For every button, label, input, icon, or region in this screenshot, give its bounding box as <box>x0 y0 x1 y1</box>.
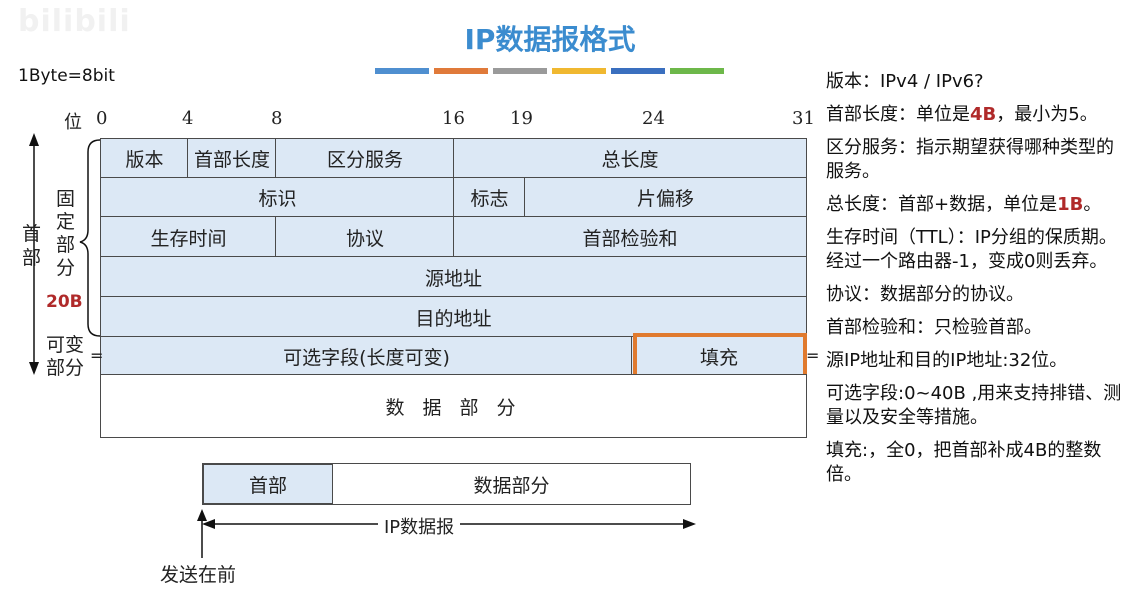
field-options-text: 可选字段(长度可变) <box>283 346 450 369</box>
field-options: 可选字段(长度可变) <box>100 336 633 376</box>
note-addresses: 源IP地址和目的IP地址:32位。 <box>826 349 1131 373</box>
datagram-data-text: 数据部分 <box>473 474 550 497</box>
datagram-arrow-right <box>683 519 696 529</box>
bit-tick-31: 31 <box>792 108 815 129</box>
notes-panel: 版本：IPv4 / IPv6? 首部长度：单位是4B，最小为5。 区分服务：指示… <box>826 70 1131 496</box>
title-bar-4 <box>552 68 606 74</box>
note-addresses-text: 源IP地址和目的IP地址:32位。 <box>826 350 1068 371</box>
field-ttl-text: 生存时间 <box>150 227 227 250</box>
note-ttl: 生存时间（TTL）：IP分组的保质期。经过一个路由器-1，变成0则丢弃。 <box>826 226 1131 274</box>
bit-tick-4: 4 <box>182 108 194 129</box>
fixed-part-brace <box>79 139 101 337</box>
field-protocol: 协议 <box>275 216 455 258</box>
note-options-text: 可选字段:0~40B ,用来支持排错、测量以及安全等措施。 <box>826 383 1122 428</box>
datagram-arrow-left <box>202 519 215 529</box>
title-bar-3 <box>493 68 547 74</box>
datagram-header-text: 首部 <box>248 474 287 497</box>
bit-tick-19: 19 <box>510 108 533 129</box>
note-header-length: 首部长度：单位是4B，最小为5。 <box>826 103 1131 127</box>
field-header-length-text: 首部长度 <box>193 149 270 171</box>
field-checksum-text: 首部检验和 <box>582 227 678 250</box>
note-checksum-text: 首部检验和：只检验首部。 <box>826 317 1042 338</box>
note-total-length: 总长度：首部+数据，单位是1B。 <box>826 193 1131 217</box>
header-arrow-down <box>29 362 39 375</box>
field-total-length-text: 总长度 <box>601 149 659 171</box>
field-version: 版本 <box>100 138 189 179</box>
field-destination-address-text: 目的地址 <box>415 307 492 330</box>
field-version-text: 版本 <box>125 149 164 171</box>
options-right-tick: = <box>806 346 820 365</box>
field-fragment-offset: 片偏移 <box>524 177 807 218</box>
field-tos: 区分服务 <box>275 138 455 179</box>
field-flags-text: 标志 <box>470 188 509 210</box>
options-left-tick: = <box>90 346 104 365</box>
note-padding-text: 填充:，全0，把首部补成4B的整数倍。 <box>826 440 1102 485</box>
note-padding: 填充:，全0，把首部补成4B的整数倍。 <box>826 439 1131 487</box>
field-flags: 标志 <box>453 177 526 218</box>
bilibili-watermark: bilibili <box>18 4 131 39</box>
datagram-data-box: 数据部分 <box>332 463 691 505</box>
bit-tick-24: 24 <box>642 108 665 129</box>
slide-title: IP数据报格式 <box>464 23 636 56</box>
field-destination-address: 目的地址 <box>100 296 807 338</box>
note-version: 版本：IPv4 / IPv6? <box>826 70 1131 94</box>
field-data-text: 数 据 部 分 <box>385 396 522 419</box>
field-total-length: 总长度 <box>453 138 807 179</box>
note-ttl-text: 生存时间（TTL）：IP分组的保质期。经过一个路由器-1，变成0则丢弃。 <box>826 227 1117 272</box>
title-bar-5 <box>611 68 665 74</box>
field-identification: 标识 <box>100 177 455 218</box>
byte-note: 1Byte=8bit <box>18 66 115 86</box>
note-header-length-text-a: 首部长度：单位是 <box>826 104 970 125</box>
field-tos-text: 区分服务 <box>326 149 403 171</box>
datagram-label: IP数据报 <box>378 513 461 539</box>
note-tos-text: 区分服务：指示期望获得哪种类型的服务。 <box>826 137 1114 182</box>
note-options: 可选字段:0~40B ,用来支持排错、测量以及安全等措施。 <box>826 382 1131 430</box>
field-padding-text: 填充 <box>699 346 738 369</box>
title-bar-2 <box>434 68 488 74</box>
send-first-label: 发送在前 <box>160 564 237 586</box>
note-checksum: 首部检验和：只检验首部。 <box>826 316 1131 340</box>
fixed-size-label: 20B <box>46 292 83 312</box>
field-padding: 填充 <box>631 336 807 376</box>
field-protocol-text: 协议 <box>345 227 384 250</box>
note-total-length-text-a: 总长度：首部+数据，单位是 <box>826 194 1058 215</box>
send-first-arrow <box>197 509 207 521</box>
note-total-length-text-b: 。 <box>1083 194 1102 215</box>
bit-tick-16: 16 <box>442 108 465 129</box>
note-header-length-text-b: ，最小为5。 <box>996 104 1098 125</box>
field-header-length: 首部长度 <box>187 138 277 179</box>
note-total-length-unit: 1B <box>1057 194 1084 215</box>
field-source-address-text: 源地址 <box>424 267 482 290</box>
field-identification-text: 标识 <box>258 188 297 210</box>
note-protocol-text: 协议：数据部分的协议。 <box>826 284 1024 305</box>
bit-tick-8: 8 <box>271 108 283 129</box>
field-source-address: 源地址 <box>100 256 807 298</box>
variable-part-label: 可变部分 <box>46 334 85 379</box>
header-arrow-up <box>29 133 39 146</box>
header-label: 首部 <box>22 223 42 269</box>
field-data: 数 据 部 分 <box>100 374 807 438</box>
fixed-part-label: 固定部分 <box>56 188 76 279</box>
note-header-length-unit: 4B <box>970 104 997 125</box>
bit-axis-label: 位 <box>64 112 82 133</box>
title-bar-6 <box>670 68 724 74</box>
field-ttl: 生存时间 <box>100 216 277 258</box>
field-fragment-offset-text: 片偏移 <box>636 188 694 210</box>
title-bar-1 <box>375 68 429 74</box>
bit-tick-0: 0 <box>96 108 108 129</box>
note-protocol: 协议：数据部分的协议。 <box>826 283 1131 307</box>
note-version-text: 版本：IPv4 / IPv6? <box>826 71 984 92</box>
datagram-header-box: 首部 <box>202 463 334 505</box>
field-checksum: 首部检验和 <box>453 216 807 258</box>
note-tos: 区分服务：指示期望获得哪种类型的服务。 <box>826 136 1131 184</box>
